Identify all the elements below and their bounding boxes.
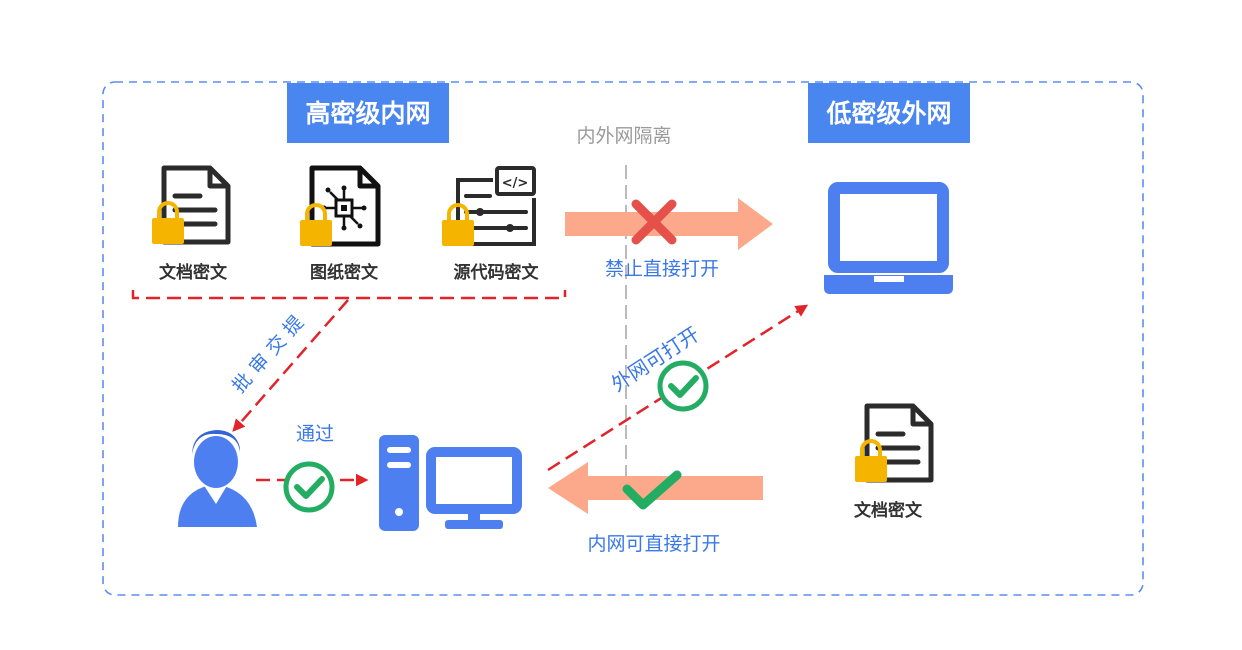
svg-text:</>: </> <box>502 176 529 191</box>
files-bracket <box>131 290 567 300</box>
check-circle-icon <box>657 360 709 412</box>
laptop-icon <box>824 182 953 294</box>
submit-approval-arrow <box>232 299 349 432</box>
svg-text:审: 审 <box>245 350 274 379</box>
high-zone-title: 高密级内网 <box>305 99 430 128</box>
pass-label: 通过 <box>296 423 334 445</box>
forbid-label: 禁止直接打开 <box>605 258 719 280</box>
isolation-label: 内外网隔离 <box>576 125 671 147</box>
internal-open-label: 内网可直接打开 <box>587 533 720 555</box>
check-icon <box>622 470 682 510</box>
outer-frame <box>102 81 1144 596</box>
file-label-document: 文档密文 <box>159 262 228 283</box>
submit-approval-label: 提 交 审 批 <box>228 312 308 398</box>
lock-icon <box>442 203 474 246</box>
low-zone-title: 低密级外网 <box>825 99 951 128</box>
lock-icon <box>152 201 184 244</box>
low-zone-header: 低密级外网 <box>808 83 970 143</box>
desktop-computer-icon <box>379 435 522 531</box>
user-avatar-icon <box>178 430 257 527</box>
file-label-source: 源代码密文 <box>454 262 540 283</box>
file-label-external-document: 文档密文 <box>854 500 923 521</box>
check-circle-icon <box>283 461 335 513</box>
file-label-drawing: 图纸密文 <box>310 262 379 283</box>
high-zone-header: 高密级内网 <box>287 83 449 143</box>
svg-text:交: 交 <box>262 331 291 360</box>
lock-icon <box>855 439 887 482</box>
lock-icon <box>300 203 332 246</box>
cross-icon <box>631 199 677 245</box>
svg-text:提: 提 <box>279 312 308 341</box>
svg-text:批: 批 <box>228 369 257 398</box>
forbid-arrow <box>565 198 773 250</box>
